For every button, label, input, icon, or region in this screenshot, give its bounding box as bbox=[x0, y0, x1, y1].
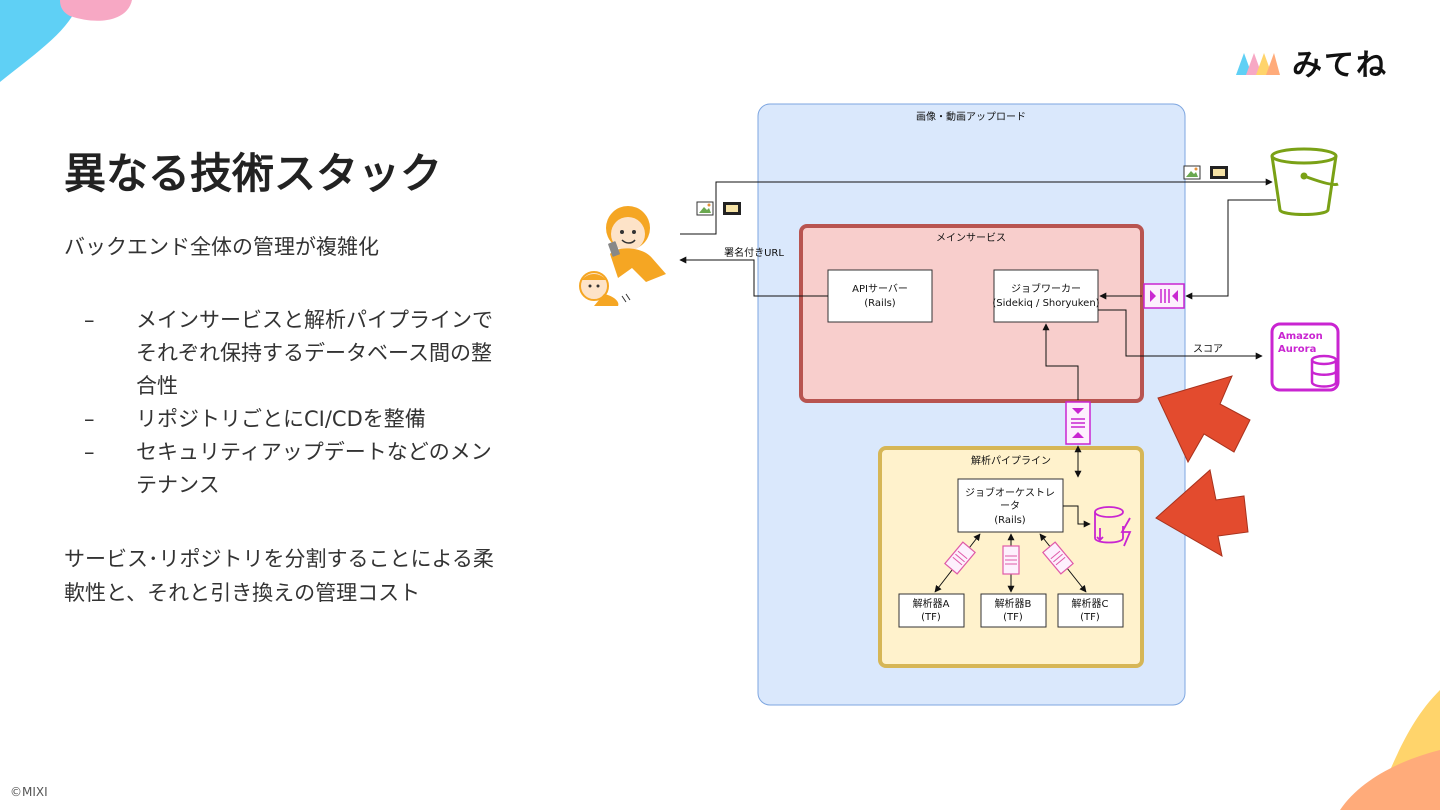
aurora-db-icon: Amazon Aurora bbox=[1270, 322, 1340, 392]
bullet-list: – メインサービスと解析パイプラインでそれぞれ保持するデータベース間の整合性 – リ… bbox=[84, 304, 504, 502]
bullet-item: – セキュリティアップデートなどのメンテナンス bbox=[84, 436, 504, 502]
queue-icon bbox=[1042, 541, 1074, 575]
queue-icon bbox=[944, 541, 976, 575]
slide-subtitle: バックエンド全体の管理が複雑化 bbox=[64, 235, 379, 259]
video-icon bbox=[1210, 166, 1228, 179]
copyright: ©MIXI bbox=[10, 785, 48, 799]
analyzer-c-box bbox=[1057, 593, 1124, 628]
pipeline-label: 解析パイプライン bbox=[971, 454, 1051, 467]
orchestrator-box bbox=[957, 478, 1064, 533]
conclusion-text: サービス･リポジトリを分割することによる柔軟性と、それと引き換えの管理コスト bbox=[64, 547, 494, 605]
slide-title: 異なる技術スタック bbox=[64, 149, 443, 198]
analyzer-a-box bbox=[898, 593, 965, 628]
aurora-line1: Amazon bbox=[1278, 331, 1323, 342]
baby-illustration bbox=[579, 271, 631, 306]
signed-url-label: 署名付きURL bbox=[724, 246, 784, 259]
job-worker-line1: ジョブワーカー bbox=[1011, 282, 1081, 295]
analyzer-b-line2: (TF) bbox=[1003, 612, 1023, 623]
bullet-dash: – bbox=[84, 308, 95, 332]
api-server-line2: (Rails) bbox=[864, 298, 896, 309]
job-worker-box bbox=[993, 269, 1099, 323]
video-icon bbox=[723, 202, 741, 215]
orchestrator-line1: ジョブオーケストレ bbox=[965, 486, 1055, 499]
logo-text: みてね bbox=[1292, 48, 1388, 83]
s3-to-queue-line bbox=[1185, 199, 1276, 300]
main-service-label: メインサービス bbox=[936, 232, 1006, 244]
highlight-arrow-main-service bbox=[1157, 375, 1251, 464]
upload-group-label: 画像・動画アップロード bbox=[916, 110, 1026, 123]
job-worker-line2: (Sidekiq / Shoryuken) bbox=[992, 298, 1099, 309]
analyzer-a-line2: (TF) bbox=[921, 612, 941, 623]
brand-logo: みてね bbox=[1234, 40, 1388, 84]
queue-icon bbox=[1002, 545, 1020, 575]
signed-url-arrow bbox=[679, 256, 828, 297]
user-illustration bbox=[606, 206, 666, 282]
analyzer-c-line1: 解析器C bbox=[1072, 597, 1109, 610]
orchestrator-line3: (Rails) bbox=[994, 515, 1026, 526]
highlight-arrow-pipeline bbox=[1155, 469, 1249, 557]
bullet-item: – メインサービスと解析パイプラインでそれぞれ保持するデータベース間の整合性 bbox=[84, 304, 504, 403]
bullet-text: メインサービスと解析パイプラインでそれぞれ保持するデータベース間の整合性 bbox=[136, 308, 493, 398]
corner-blob-top-left bbox=[0, 0, 132, 82]
aurora-line2: Aurora bbox=[1278, 344, 1316, 355]
bullet-dash: – bbox=[84, 440, 95, 464]
architecture-diagram: 画像・動画アップロード メインサービス APIサーバー (Rails) ジョブワ… bbox=[579, 103, 1340, 706]
elasticache-icon bbox=[1094, 506, 1132, 547]
corner-blob-bottom-right bbox=[1340, 690, 1440, 810]
api-server-box bbox=[827, 269, 933, 323]
worker-to-queue-line bbox=[1042, 323, 1079, 400]
queue-icon bbox=[1143, 283, 1185, 309]
image-icon bbox=[696, 201, 714, 216]
analyzer-c-line2: (TF) bbox=[1080, 612, 1100, 623]
s3-bucket-icon bbox=[1270, 147, 1339, 216]
queue-icon bbox=[1065, 401, 1091, 445]
bullet-item: – リポジトリごとにCI/CDを整備 bbox=[84, 403, 504, 436]
bullet-text: セキュリティアップデートなどのメンテナンス bbox=[136, 440, 492, 497]
logo-mark-icon bbox=[1236, 53, 1280, 75]
api-server-line1: APIサーバー bbox=[852, 283, 908, 295]
bullet-dash: – bbox=[84, 407, 95, 431]
upload-arrow-to-s3 bbox=[680, 178, 1273, 235]
image-icon bbox=[1183, 165, 1201, 180]
bullet-text: リポジトリごとにCI/CDを整備 bbox=[136, 407, 426, 431]
score-arrow bbox=[1098, 309, 1263, 360]
analyzer-b-box bbox=[980, 593, 1047, 628]
orchestrator-line2: ータ bbox=[1000, 500, 1020, 512]
analyzer-b-line1: 解析器B bbox=[995, 597, 1032, 610]
orchestrator-to-cache-arrow bbox=[1063, 505, 1091, 528]
analyzer-a-line1: 解析器A bbox=[913, 597, 950, 610]
score-label: スコア bbox=[1193, 344, 1223, 355]
